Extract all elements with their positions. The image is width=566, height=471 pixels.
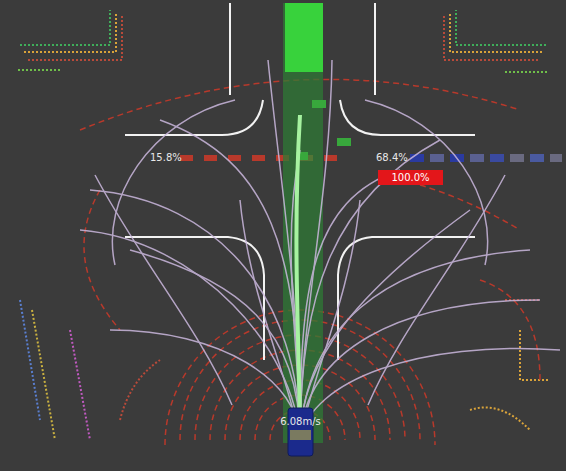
stop-line	[470, 154, 484, 162]
candidate-trajectories	[300, 200, 360, 440]
lidar-points	[470, 408, 530, 431]
candidate-trajectories	[368, 175, 505, 405]
candidate-trajectories	[160, 120, 300, 440]
ego-vehicle	[288, 408, 313, 456]
candidate-trajectories	[365, 100, 488, 265]
candidate-trajectories	[130, 250, 300, 440]
candidate-trajectories	[300, 60, 332, 440]
speed-label: 6.08m/s	[280, 416, 321, 428]
stop-line	[252, 155, 265, 161]
stop-line	[550, 154, 562, 162]
planned-path	[296, 115, 300, 440]
stop-line	[180, 154, 562, 162]
candidate-trajectories	[300, 250, 530, 440]
range-rings	[480, 280, 540, 380]
candidate-trajectories	[300, 210, 470, 440]
candidate-trajectories	[300, 300, 540, 440]
stop-line	[490, 154, 504, 162]
stop-line	[430, 154, 444, 162]
road-boundary	[125, 100, 263, 135]
ego-vehicle	[290, 430, 311, 440]
stop-line	[228, 155, 241, 161]
candidate-trajectories	[80, 230, 300, 440]
stop-line	[530, 154, 544, 162]
road-boundary	[340, 100, 475, 135]
stop-line	[180, 155, 193, 161]
confidence-value: 100.0%	[378, 172, 443, 184]
ego-vehicle	[288, 408, 313, 456]
lidar-points	[20, 300, 40, 420]
probability-label: 15.8%	[150, 152, 182, 164]
stop-line	[204, 155, 217, 161]
lidar-points	[505, 71, 548, 73]
lidar-points	[70, 330, 90, 440]
candidate-trajectories	[240, 200, 300, 440]
lidar-points	[120, 360, 160, 420]
candidate-trajectories	[112, 100, 235, 265]
candidate-trajectories	[300, 348, 560, 440]
lidar-points	[20, 10, 110, 45]
lidar-points	[450, 12, 542, 52]
candidate-trajectories	[268, 60, 300, 440]
lidar-points	[456, 10, 546, 45]
road-boundary	[229, 3, 231, 95]
candidate-trajectories	[90, 190, 300, 440]
candidate-trajectories	[300, 140, 440, 440]
lidar-points	[444, 14, 538, 60]
lidar-points	[24, 12, 116, 52]
road-boundary	[374, 3, 376, 95]
probability-label: 68.4%	[376, 152, 408, 164]
lidar-points	[32, 310, 55, 440]
range-rings	[420, 185, 520, 230]
road-boundary	[338, 237, 475, 360]
lidar-points	[28, 14, 122, 60]
stop-line	[510, 154, 524, 162]
drive-corridor	[312, 100, 326, 108]
lidar-points	[18, 69, 60, 71]
drive-corridor	[285, 3, 323, 72]
candidate-trajectories	[300, 170, 400, 440]
candidate-trajectories	[80, 60, 560, 440]
candidate-trajectories	[110, 330, 300, 440]
planned-path	[296, 115, 300, 440]
candidate-trajectories	[95, 175, 232, 405]
drive-corridor	[337, 138, 351, 146]
confidence-box: 100.0%	[378, 170, 443, 185]
